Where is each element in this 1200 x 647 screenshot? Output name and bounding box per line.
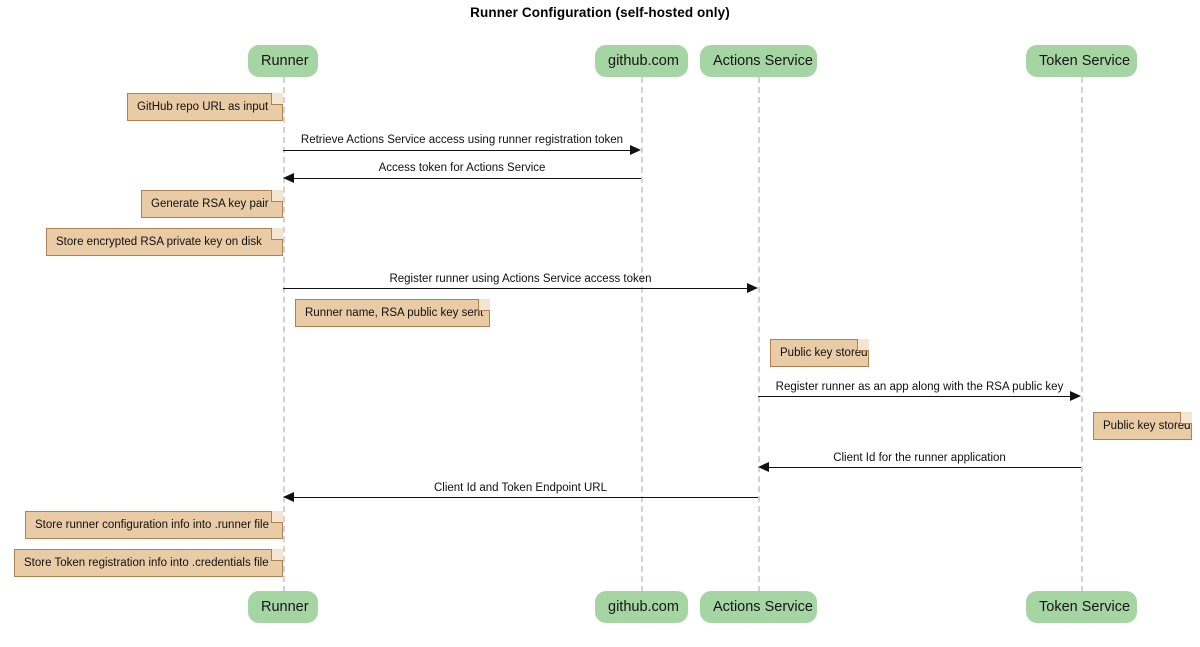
arrowhead-client-id-runner-app — [758, 462, 769, 472]
participant-token-service-bottom[interactable]: Token Service — [1026, 591, 1137, 623]
note-runner-name-rsa-public-key: Runner name, RSA public key sent — [295, 299, 490, 327]
note-public-key-stored-token: Public key stored — [1093, 412, 1192, 440]
participant-label: Actions Service — [713, 599, 813, 615]
message-label-register-runner-as-app: Register runner as an app along with the… — [775, 381, 1064, 393]
note-fold-icon — [1180, 412, 1192, 424]
participant-label: Token Service — [1039, 53, 1131, 69]
message-label-retrieve-actions-access: Retrieve Actions Service access using ru… — [300, 134, 624, 146]
note-fold-icon — [271, 228, 283, 240]
message-line-client-id-runner-app — [769, 467, 1081, 468]
message-line-register-runner-as-app — [758, 396, 1071, 397]
arrowhead-retrieve-actions-access — [630, 145, 641, 155]
participant-token-service-top[interactable]: Token Service — [1026, 45, 1137, 77]
lifeline-actions-service — [758, 77, 760, 592]
message-line-client-id-token-endpoint — [294, 497, 758, 498]
message-label-access-token: Access token for Actions Service — [378, 162, 546, 174]
note-text: Store encrypted RSA private key on disk — [56, 236, 262, 248]
participant-runner-bottom[interactable]: Runner — [248, 591, 318, 623]
note-fold-icon — [478, 299, 490, 311]
message-line-retrieve-actions-access — [283, 150, 631, 151]
participant-label: github.com — [608, 53, 679, 69]
arrowhead-register-runner-as-app — [1070, 391, 1081, 401]
note-generate-rsa-key-pair: Generate RSA key pair — [141, 190, 283, 218]
arrowhead-register-runner — [747, 283, 758, 293]
participant-github-top[interactable]: github.com — [595, 45, 688, 77]
arrowhead-client-id-token-endpoint — [283, 492, 294, 502]
note-store-token-registration: Store Token registration info into .cred… — [14, 549, 283, 577]
note-fold-icon — [271, 93, 283, 105]
note-store-runner-configuration: Store runner configuration info into .ru… — [25, 511, 283, 539]
note-fold-icon — [271, 511, 283, 523]
note-text: Generate RSA key pair — [151, 198, 269, 210]
lifeline-runner — [283, 77, 285, 592]
note-github-repo-url: GitHub repo URL as input — [127, 93, 283, 121]
lifeline-token-service — [1081, 77, 1083, 592]
page-title: Runner Configuration (self-hosted only) — [470, 5, 730, 20]
note-text: Store Token registration info into .cred… — [24, 557, 269, 569]
message-label-register-runner: Register runner using Actions Service ac… — [389, 273, 652, 285]
message-line-access-token — [294, 178, 641, 179]
participant-github-bottom[interactable]: github.com — [595, 591, 688, 623]
message-line-register-runner — [283, 288, 748, 289]
note-public-key-stored-actions: Public key stored — [770, 339, 869, 367]
note-fold-icon — [271, 549, 283, 561]
participant-label: Actions Service — [713, 53, 813, 69]
participant-actions-service-bottom[interactable]: Actions Service — [700, 591, 817, 623]
participant-label: Runner — [261, 599, 309, 615]
note-text: Runner name, RSA public key sent — [305, 307, 484, 319]
note-text: Public key stored — [1103, 420, 1191, 432]
note-fold-icon — [271, 190, 283, 202]
participant-runner-top[interactable]: Runner — [248, 45, 318, 77]
note-store-encrypted-rsa-private-key: Store encrypted RSA private key on disk — [46, 228, 283, 256]
participant-actions-service-top[interactable]: Actions Service — [700, 45, 817, 77]
message-label-client-id-token-endpoint: Client Id and Token Endpoint URL — [433, 482, 608, 494]
arrowhead-access-token — [283, 173, 294, 183]
note-text: Store runner configuration info into .ru… — [35, 519, 269, 531]
participant-label: Runner — [261, 53, 309, 69]
note-text: Public key stored — [780, 347, 868, 359]
participant-label: Token Service — [1039, 599, 1131, 615]
note-fold-icon — [857, 339, 869, 351]
lifeline-github — [641, 77, 643, 592]
message-label-client-id-runner-app: Client Id for the runner application — [833, 452, 1006, 464]
participant-label: github.com — [608, 599, 679, 615]
note-text: GitHub repo URL as input — [137, 101, 269, 113]
